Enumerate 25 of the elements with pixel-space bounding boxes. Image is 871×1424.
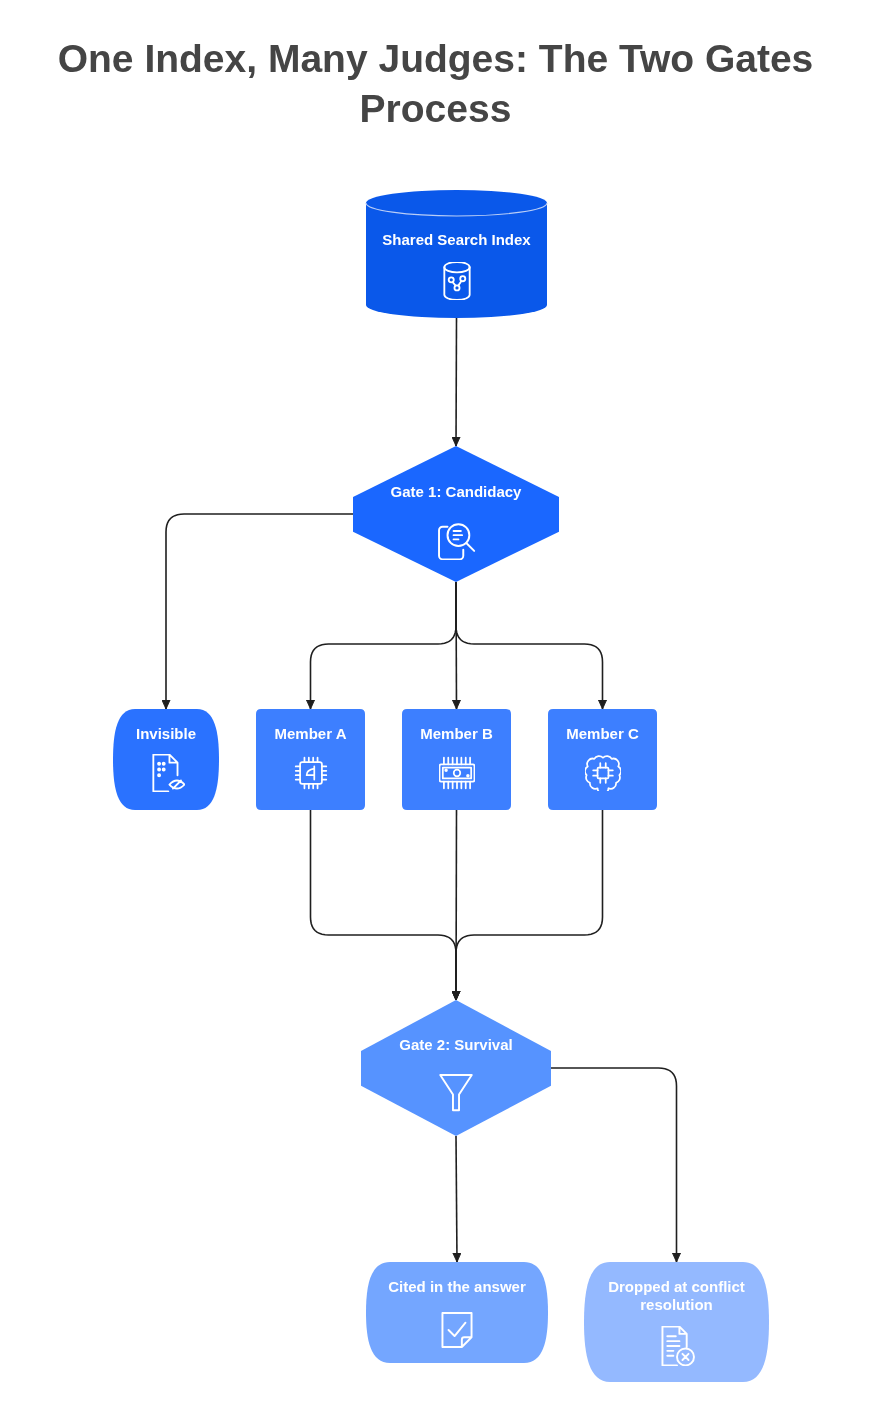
node-label: Shared Search Index — [382, 231, 531, 249]
node-label: Gate 1: Candidacy — [390, 483, 522, 501]
arrow — [455, 581, 607, 710]
terminal-shape — [366, 1262, 548, 1363]
process-box — [402, 709, 511, 810]
terminal-shape — [113, 709, 219, 810]
process-box — [548, 709, 657, 810]
decision-hexagon — [353, 446, 559, 582]
arrow — [451, 809, 604, 1001]
arrow — [550, 1067, 681, 1263]
node-label: Member C — [566, 725, 639, 743]
decision-hexagon — [361, 1000, 551, 1136]
database-cylinder — [366, 190, 547, 318]
node-label: Cited in the answer — [388, 1278, 526, 1296]
arrow — [161, 513, 354, 710]
node-label: Invisible — [136, 725, 196, 743]
node-label: Member B — [420, 725, 493, 743]
terminal-shape — [584, 1262, 769, 1382]
arrow — [451, 317, 461, 447]
node-label: Gate 2: Survival — [399, 1036, 513, 1054]
arrow — [452, 1135, 462, 1263]
node-label: Dropped at conflict resolution — [607, 1278, 746, 1314]
process-box — [256, 709, 365, 810]
node-label: Member A — [274, 725, 347, 743]
diagram-title: One Index, Many Judges: The Two Gates Process — [56, 36, 815, 132]
